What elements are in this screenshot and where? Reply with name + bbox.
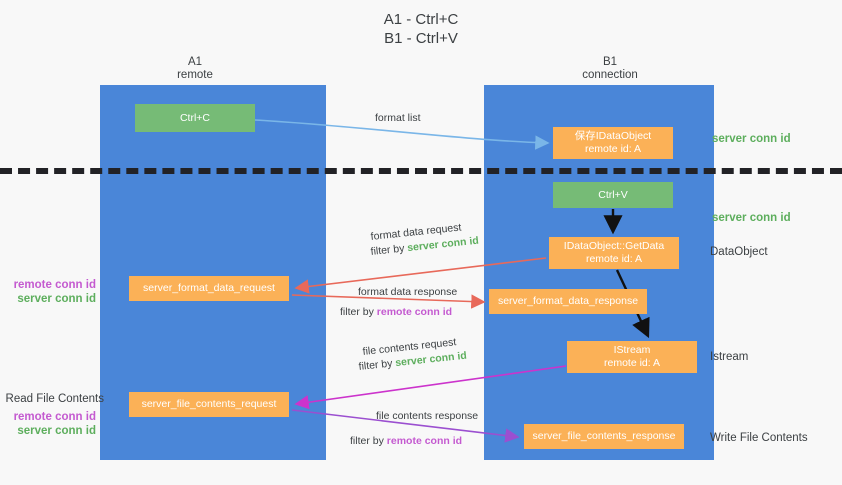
edge-label-format-data-response: format data response (358, 286, 458, 298)
left-label-remote-conn-id-1: remote conn id (13, 279, 96, 291)
phase-separator (0, 168, 842, 174)
node-ctrl-c[interactable]: Ctrl+C (135, 104, 255, 132)
node-server-file-contents-request[interactable]: server_file_contents_request (129, 392, 289, 417)
filter-prefix: filter by (350, 435, 387, 447)
edge-label-format-list: format list (375, 112, 421, 124)
node-save-idataobject[interactable]: 保存IDataObject remote id: A (553, 127, 673, 159)
column-header-b1: B1 connection (582, 56, 638, 81)
side-label-dataobject: DataObject (710, 246, 768, 258)
edge-label-format-data-response-filter: filter by remote conn id (340, 305, 452, 319)
filter-value-remote-conn-id: remote conn id (376, 306, 453, 318)
left-label-server-conn-id-2: server conn id (17, 425, 96, 437)
left-label-read-file-contents: Read File Contents (5, 393, 104, 405)
node-ctrl-v[interactable]: Ctrl+V (553, 182, 673, 208)
node-istream[interactable]: IStream remote id: A (567, 341, 697, 373)
node-server-format-data-request[interactable]: server_format_data_request (129, 276, 289, 301)
side-label-server-conn-id-1: server conn id (712, 133, 791, 145)
filter-prefix: filter by (340, 306, 377, 318)
side-label-server-conn-id-2: server conn id (712, 212, 791, 224)
node-idataobject-getdata[interactable]: IDataObject::GetData remote id: A (549, 237, 679, 269)
left-label-server-conn-id-1: server conn id (17, 293, 96, 305)
node-server-format-data-response[interactable]: server_format_data_response (489, 289, 647, 314)
filter-prefix: filter by (370, 242, 408, 258)
edge-label-file-contents-response-filter: filter by remote conn id (350, 434, 462, 448)
node-server-file-contents-response[interactable]: server_file_contents_response (524, 424, 684, 449)
column-header-a1: A1 remote (177, 56, 213, 81)
side-label-write-file-contents: Write File Contents (710, 432, 808, 444)
filter-value-remote-conn-id: remote conn id (386, 435, 463, 447)
left-label-conn-ids-1: remote conn id server conn id (0, 278, 96, 306)
edge-label-file-contents-response: file contents response (376, 410, 479, 422)
side-label-istream: Istream (710, 351, 749, 363)
left-label-conn-ids-2: remote conn id server conn id (0, 410, 96, 438)
diagram-title: A1 - Ctrl+C B1 - Ctrl+V (383, 11, 459, 47)
left-label-remote-conn-id-2: remote conn id (13, 411, 96, 423)
filter-prefix: filter by (358, 357, 396, 373)
